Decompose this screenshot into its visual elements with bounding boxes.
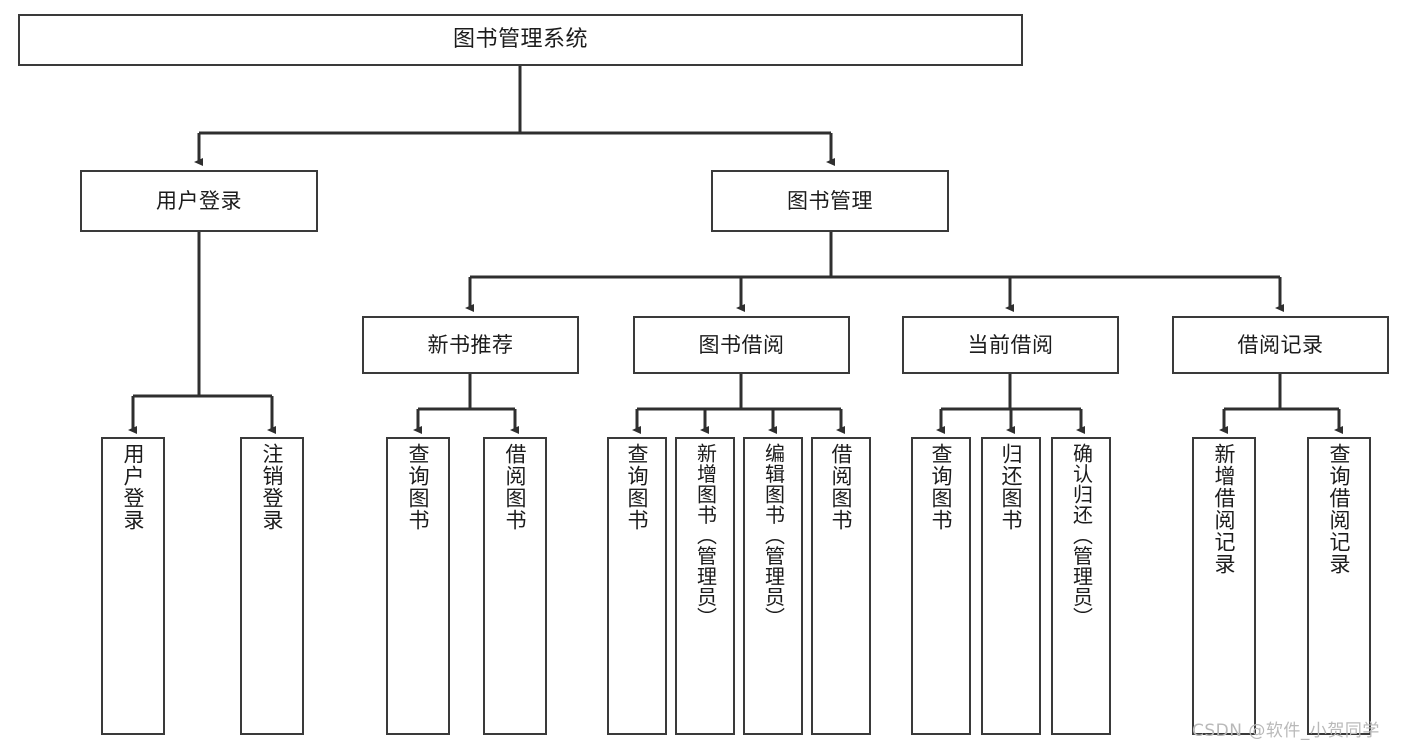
node-leaf-logout-login-label: 注销登录 [260, 443, 285, 531]
node-leaf-edit-book-admin-label: 编辑图书（管理员） [761, 443, 786, 628]
node-book-management[interactable]: 图书管理 [711, 170, 949, 232]
node-leaf-return-book-label: 归还图书 [999, 443, 1024, 531]
node-leaf-query-book-1-label: 查询图书 [406, 443, 431, 531]
node-leaf-logout-login[interactable]: 注销登录 [240, 437, 304, 735]
node-current-borrow-label: 当前借阅 [967, 332, 1054, 357]
node-root-label: 图书管理系统 [452, 27, 588, 53]
node-book-borrow-label: 图书借阅 [698, 332, 785, 357]
node-borrow-record-label: 借阅记录 [1237, 332, 1324, 357]
node-leaf-query-borrow-record[interactable]: 查询借阅记录 [1307, 437, 1371, 735]
node-leaf-user-login-label: 用户登录 [121, 443, 146, 531]
node-leaf-add-borrow-record-label: 新增借阅记录 [1212, 443, 1237, 575]
node-book-borrow[interactable]: 图书借阅 [633, 316, 850, 374]
node-book-management-label: 图书管理 [787, 188, 873, 213]
node-current-borrow[interactable]: 当前借阅 [902, 316, 1119, 374]
node-leaf-add-book-admin-label: 新增图书（管理员） [693, 443, 718, 628]
node-user-login[interactable]: 用户登录 [80, 170, 318, 232]
csdn-watermark-text: CSDN @软件_小贺同学 [1192, 721, 1380, 741]
node-leaf-query-borrow-record-label: 查询借阅记录 [1327, 443, 1352, 575]
node-user-login-label: 用户登录 [156, 188, 242, 213]
node-leaf-confirm-return-admin-label: 确认归还（管理员） [1069, 443, 1094, 628]
node-leaf-query-book-3[interactable]: 查询图书 [911, 437, 971, 735]
node-leaf-borrow-book-1-label: 借阅图书 [503, 443, 528, 531]
node-borrow-record[interactable]: 借阅记录 [1172, 316, 1389, 374]
node-leaf-borrow-book-2-label: 借阅图书 [829, 443, 854, 531]
node-root[interactable]: 图书管理系统 [18, 14, 1023, 66]
node-leaf-query-book-3-label: 查询图书 [929, 443, 954, 531]
csdn-watermark: CSDN @软件_小贺同学 [1192, 716, 1380, 741]
node-new-book-recommend-label: 新书推荐 [427, 332, 514, 357]
node-leaf-query-book-2-label: 查询图书 [625, 443, 650, 531]
node-leaf-add-borrow-record[interactable]: 新增借阅记录 [1192, 437, 1256, 735]
node-leaf-borrow-book-1[interactable]: 借阅图书 [483, 437, 547, 735]
node-leaf-add-book-admin[interactable]: 新增图书（管理员） [675, 437, 735, 735]
node-leaf-query-book-1[interactable]: 查询图书 [386, 437, 450, 735]
node-leaf-borrow-book-2[interactable]: 借阅图书 [811, 437, 871, 735]
node-leaf-user-login[interactable]: 用户登录 [101, 437, 165, 735]
node-leaf-edit-book-admin[interactable]: 编辑图书（管理员） [743, 437, 803, 735]
node-new-book-recommend[interactable]: 新书推荐 [362, 316, 579, 374]
node-leaf-return-book[interactable]: 归还图书 [981, 437, 1041, 735]
node-leaf-query-book-2[interactable]: 查询图书 [607, 437, 667, 735]
node-leaf-confirm-return-admin[interactable]: 确认归还（管理员） [1051, 437, 1111, 735]
